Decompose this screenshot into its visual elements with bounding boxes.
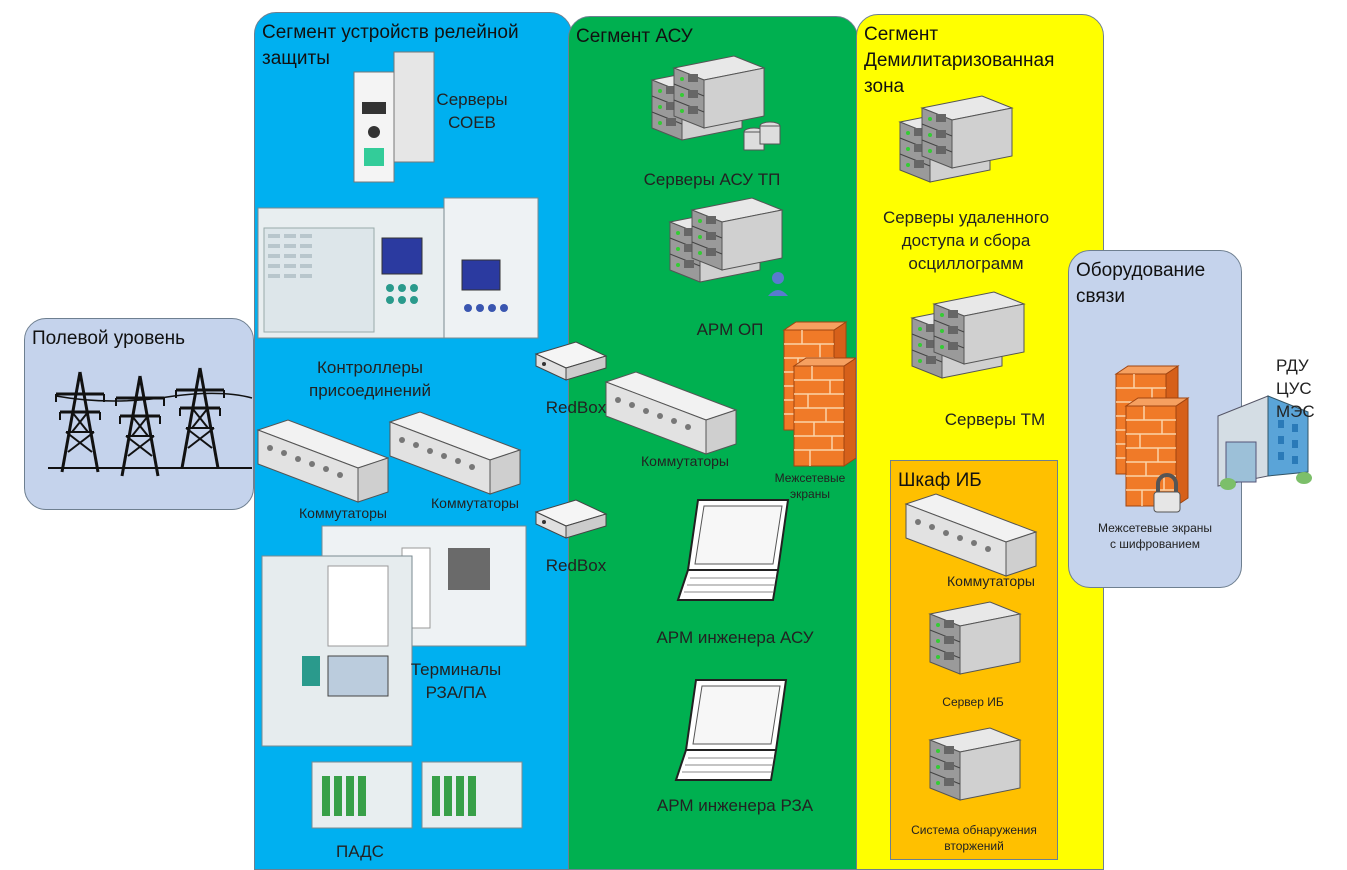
soev-server-icon (353, 51, 435, 183)
soev-servers-label: Серверы СОЕВ (436, 90, 508, 132)
relay-segment-title: Сегмент устройств релейной защиты (262, 22, 519, 69)
tm-servers-label: Серверы ТМ (944, 410, 1046, 429)
relay-switches-label-2: Коммутаторы (431, 495, 519, 511)
remote-access-server-icon (899, 95, 1013, 183)
laptop-icon (677, 499, 789, 601)
pads-label: ПАДС (336, 842, 384, 861)
relay-switches-label-1: Коммутаторы (299, 505, 387, 521)
switch-icon (605, 371, 737, 455)
asu-server-icon (651, 55, 781, 151)
asu-segment-title: Сегмент АСУ (576, 26, 693, 47)
switch-icon (389, 411, 521, 495)
lock-icon (1153, 473, 1181, 513)
asu-firewalls-label: Межсетевые экраны (774, 471, 846, 501)
tm-server-icon (911, 291, 1025, 379)
encrypting-firewalls-label: Межсетевые экраны с шифрованием (1098, 521, 1212, 551)
relay-terminals-label: Терминалы РЗА/ПА (410, 660, 502, 702)
asu-servers-label: Серверы АСУ ТП (643, 170, 781, 189)
redbox-label-top: RedBox (545, 398, 607, 417)
bay-controller-icon (257, 197, 539, 339)
arm-asu-engineer-label: АРМ инженера АСУ (656, 628, 814, 647)
bay-controllers-label: Контроллеры присоединений (308, 358, 432, 400)
switch-icon (905, 493, 1037, 577)
firewall-icon (783, 321, 857, 467)
redbox-label-bottom: RedBox (545, 556, 607, 575)
power-tower-icon (48, 366, 253, 478)
field-level-panel (24, 318, 254, 510)
building-icon (1217, 395, 1312, 490)
pads-recorder-icon (311, 761, 523, 829)
laptop-icon (675, 679, 787, 781)
ib-switches-label: Коммутаторы (947, 573, 1035, 589)
arm-rza-engineer-label: АРМ инженера РЗА (656, 796, 814, 815)
ids-label: Система обнаружения вторжений (911, 823, 1037, 853)
ids-server-icon (929, 727, 1021, 801)
rdu-label: РДУ ЦУС МЭС (1276, 356, 1315, 421)
comm-equipment-title: Оборудование связи (1076, 260, 1206, 307)
arm-op-server-icon (669, 197, 788, 296)
redbox-icon (535, 341, 607, 381)
remote-access-servers-label: Серверы удаленного доступа и сбора осцил… (882, 208, 1050, 273)
arm-op-label: АРМ ОП (696, 320, 764, 339)
relay-terminal-icon (261, 525, 527, 747)
redbox-icon (535, 499, 607, 539)
asu-switches-label: Коммутаторы (641, 453, 729, 469)
ib-cabinet-title: Шкаф ИБ (898, 470, 982, 491)
ib-server-label: Сервер ИБ (942, 695, 1004, 709)
ib-server-icon (929, 601, 1021, 675)
dmz-segment-title: Сегмент Демилитаризованная зона (864, 24, 1055, 97)
switch-icon (257, 419, 389, 503)
field-level-title: Полевой уровень (32, 328, 186, 349)
